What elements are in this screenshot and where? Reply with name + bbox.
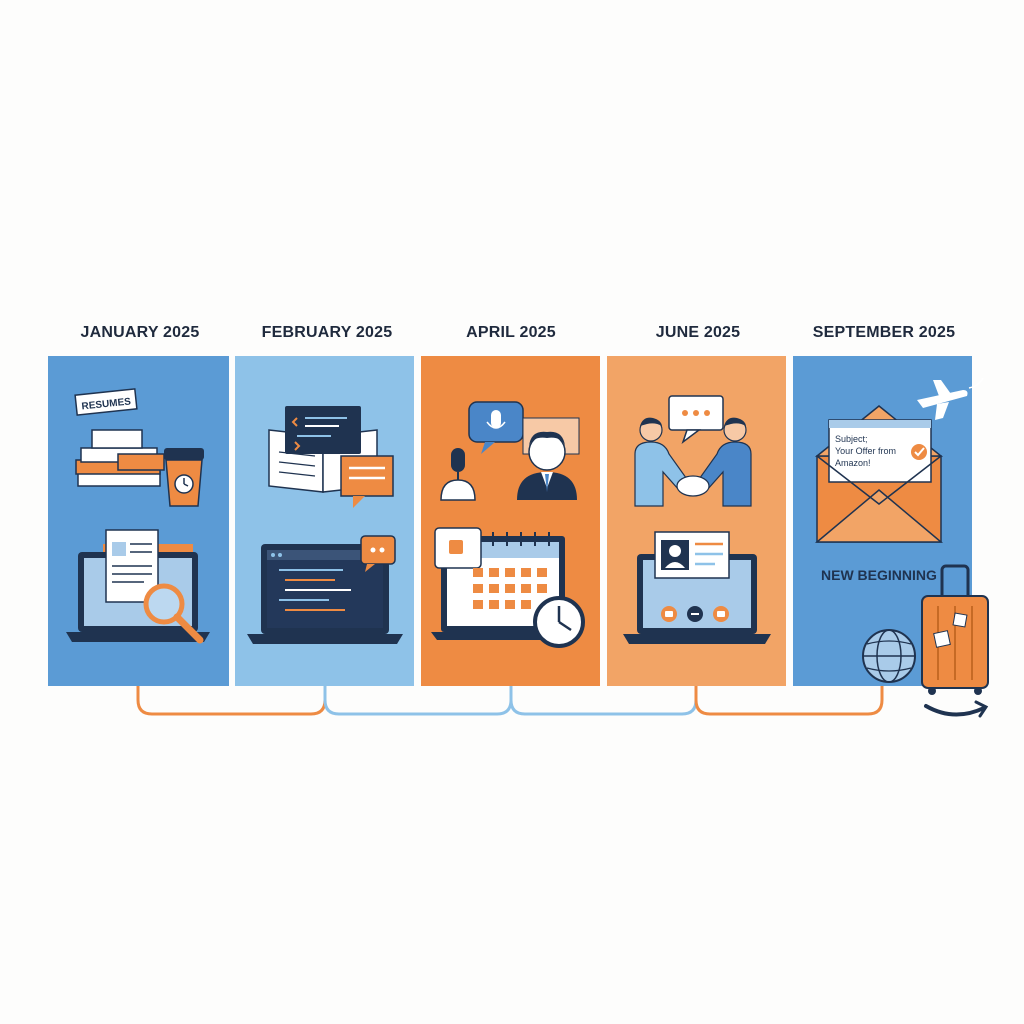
month-label-june: JUNE 2025: [655, 324, 741, 341]
email-line-1: Your Offer from: [835, 446, 896, 456]
month-label-april: APRIL 2025: [466, 324, 556, 341]
handshake-icon: [634, 417, 752, 507]
month-label-january: JANUARY 2025: [80, 324, 200, 341]
code-laptop-icon: [247, 535, 403, 644]
panel-january: RESUMES: [48, 356, 229, 686]
call-controls: [661, 606, 729, 622]
envelope-icon: Subject; Your Offer from Amazon!: [814, 405, 944, 543]
panel-february: [235, 356, 414, 686]
chat-bubble-icon: [340, 455, 394, 508]
globe-icon: [862, 629, 916, 683]
chat-bubble-icon: [668, 395, 724, 445]
suitcase-icon: [921, 564, 989, 695]
month-label-february: FEBRUARY 2025: [261, 324, 393, 341]
interviewer-avatar-icon: [517, 417, 580, 500]
microphone-icon: [440, 401, 524, 501]
magnifier-icon: [143, 583, 204, 644]
resumes-label: RESUMES: [81, 396, 132, 412]
smile-arrow-logo: [924, 700, 989, 718]
email-subject: Subject;: [835, 434, 868, 444]
clock-icon: [533, 596, 585, 648]
month-label-september: SEPTEMBER 2025: [812, 324, 956, 341]
coffee-cup-icon: [164, 448, 204, 507]
panel-april: [421, 356, 600, 686]
timeline-connector: [136, 686, 884, 716]
new-beginning-tagline: NEW BEGINNING: [821, 567, 937, 583]
resume-stack-icon: [75, 429, 165, 487]
airplane-icon: [917, 377, 984, 420]
panel-june: [607, 356, 786, 686]
email-line-2: Amazon!: [835, 458, 871, 468]
resumes-tag: RESUMES: [74, 388, 138, 416]
profile-card-icon: [654, 531, 730, 579]
